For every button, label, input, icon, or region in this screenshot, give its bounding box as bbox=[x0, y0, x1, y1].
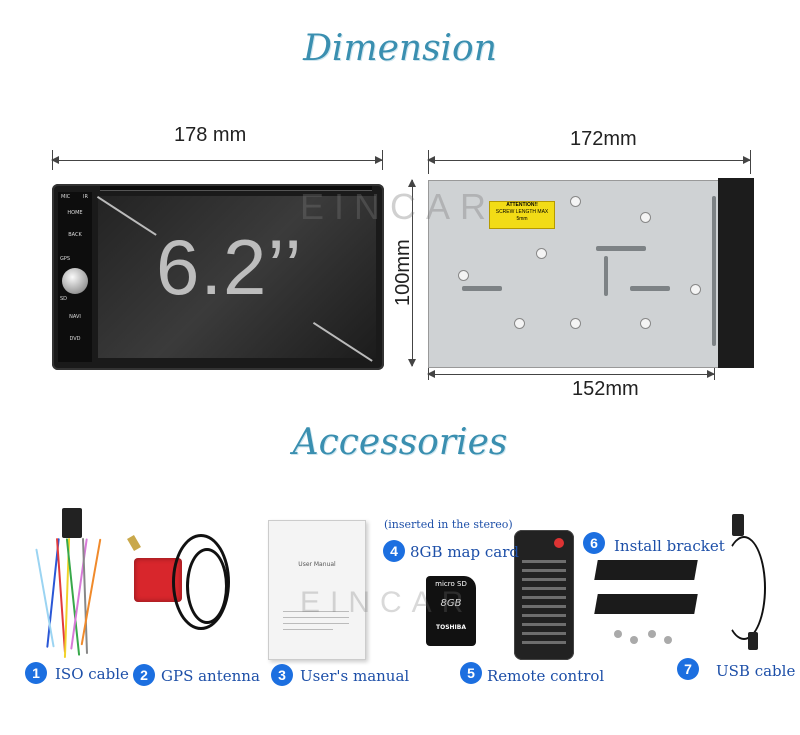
dvd-button: DVD bbox=[69, 336, 81, 342]
chassis-slot bbox=[604, 256, 608, 296]
accessory-4-note: (inserted in the stereo) bbox=[384, 518, 513, 531]
home-button: HOME bbox=[67, 210, 83, 216]
chassis-hole bbox=[640, 212, 651, 223]
chassis-hole bbox=[536, 248, 547, 259]
depth-bottom-label: 152mm bbox=[572, 378, 639, 400]
bracket-left bbox=[594, 560, 698, 580]
gps-antenna-image bbox=[122, 528, 232, 658]
gps-cable bbox=[172, 534, 230, 630]
screw bbox=[630, 636, 638, 644]
install-bracket-image bbox=[594, 560, 700, 656]
chassis-hole bbox=[570, 318, 581, 329]
accessory-2-badge: 2 bbox=[133, 664, 155, 686]
back-button: BACK bbox=[68, 232, 82, 238]
accessory-7-label: USB cable bbox=[716, 662, 796, 680]
stereo-front-image: MIC IR HOME BACK GPS SD NAVI DVD bbox=[52, 184, 384, 370]
accessory-1-label: ISO cable bbox=[55, 665, 129, 683]
gps-connector bbox=[127, 534, 141, 552]
accessory-6-label: Install bracket bbox=[614, 537, 725, 555]
gps-cable-loop bbox=[186, 548, 228, 624]
navi-button: NAVI bbox=[69, 314, 81, 320]
screw bbox=[648, 630, 656, 638]
accessory-1-badge: 1 bbox=[25, 662, 47, 684]
remote-keypad bbox=[522, 554, 566, 650]
chassis-hole bbox=[514, 318, 525, 329]
usb-wire bbox=[722, 536, 766, 640]
depth-top-arrow bbox=[427, 156, 751, 164]
iso-cable-image bbox=[30, 508, 110, 658]
gps-label: GPS bbox=[60, 256, 71, 262]
screen-size-label: 6.2’’ bbox=[156, 223, 303, 311]
depth-top-label: 172mm bbox=[570, 128, 637, 150]
chassis-slot bbox=[712, 196, 716, 346]
ir-label: IR bbox=[83, 194, 88, 200]
sd-format: micro SD bbox=[435, 580, 467, 588]
accessory-3-label: User's manual bbox=[300, 667, 410, 685]
chassis-slot bbox=[596, 246, 646, 251]
accessory-7-badge: 7 bbox=[677, 658, 699, 680]
accessory-2-label: GPS antenna bbox=[161, 667, 260, 685]
chassis-slot bbox=[462, 286, 502, 291]
warning-sticker: ATTENTION!! SCREW LENGTH MAX 5mm bbox=[489, 201, 555, 229]
accessory-5-badge: 5 bbox=[460, 662, 482, 684]
sd-brand: TOSHIBA bbox=[436, 624, 466, 631]
sd-capacity: 8GB bbox=[440, 598, 462, 609]
user-manual-image: User Manual bbox=[268, 520, 366, 660]
sd-label: SD bbox=[60, 296, 68, 302]
remote-control-image bbox=[514, 530, 574, 660]
chassis-hole bbox=[458, 270, 469, 281]
chassis-hole bbox=[690, 284, 701, 295]
screw bbox=[614, 630, 622, 638]
accessory-5-label: Remote control bbox=[487, 667, 605, 685]
watermark-bottom: EINCAR bbox=[300, 586, 474, 619]
height-arrow bbox=[408, 179, 416, 367]
manual-title: User Manual bbox=[298, 561, 336, 568]
chassis-hole bbox=[570, 196, 581, 207]
mounting-bracket bbox=[718, 178, 754, 368]
screw bbox=[664, 636, 672, 644]
warning-line: ATTENTION!! bbox=[506, 202, 538, 208]
front-width-label: 178 mm bbox=[174, 124, 247, 146]
iso-connector bbox=[62, 508, 82, 538]
stereo-screen bbox=[98, 196, 376, 358]
accessory-4-badge: 4 bbox=[383, 540, 405, 562]
accessory-4-label: 8GB map card bbox=[410, 543, 519, 561]
micro-usb-plug bbox=[748, 632, 758, 650]
sd-card-image: micro SD 8GB TOSHIBA bbox=[426, 576, 476, 646]
front-width-arrow bbox=[51, 156, 383, 164]
accessory-3-badge: 3 bbox=[271, 664, 293, 686]
chassis-hole bbox=[640, 318, 651, 329]
accessories-heading: Accessories bbox=[292, 422, 508, 463]
chassis-slot bbox=[630, 286, 670, 291]
warning-line: 5mm bbox=[516, 216, 528, 222]
mic-label: MIC bbox=[61, 194, 71, 200]
bracket-right bbox=[594, 594, 698, 614]
accessory-6-badge: 6 bbox=[583, 532, 605, 554]
usb-plug bbox=[732, 514, 744, 536]
disc-slot bbox=[100, 186, 372, 191]
volume-knob bbox=[62, 268, 88, 294]
height-label: 100mm bbox=[392, 239, 414, 306]
dimension-heading: Dimension bbox=[303, 28, 497, 69]
remote-power-button bbox=[554, 538, 564, 548]
warning-line: SCREW LENGTH MAX bbox=[495, 209, 549, 215]
depth-bottom-arrow bbox=[427, 370, 715, 378]
usb-cable-image bbox=[714, 514, 774, 654]
watermark-top: EINCAR bbox=[300, 186, 497, 227]
